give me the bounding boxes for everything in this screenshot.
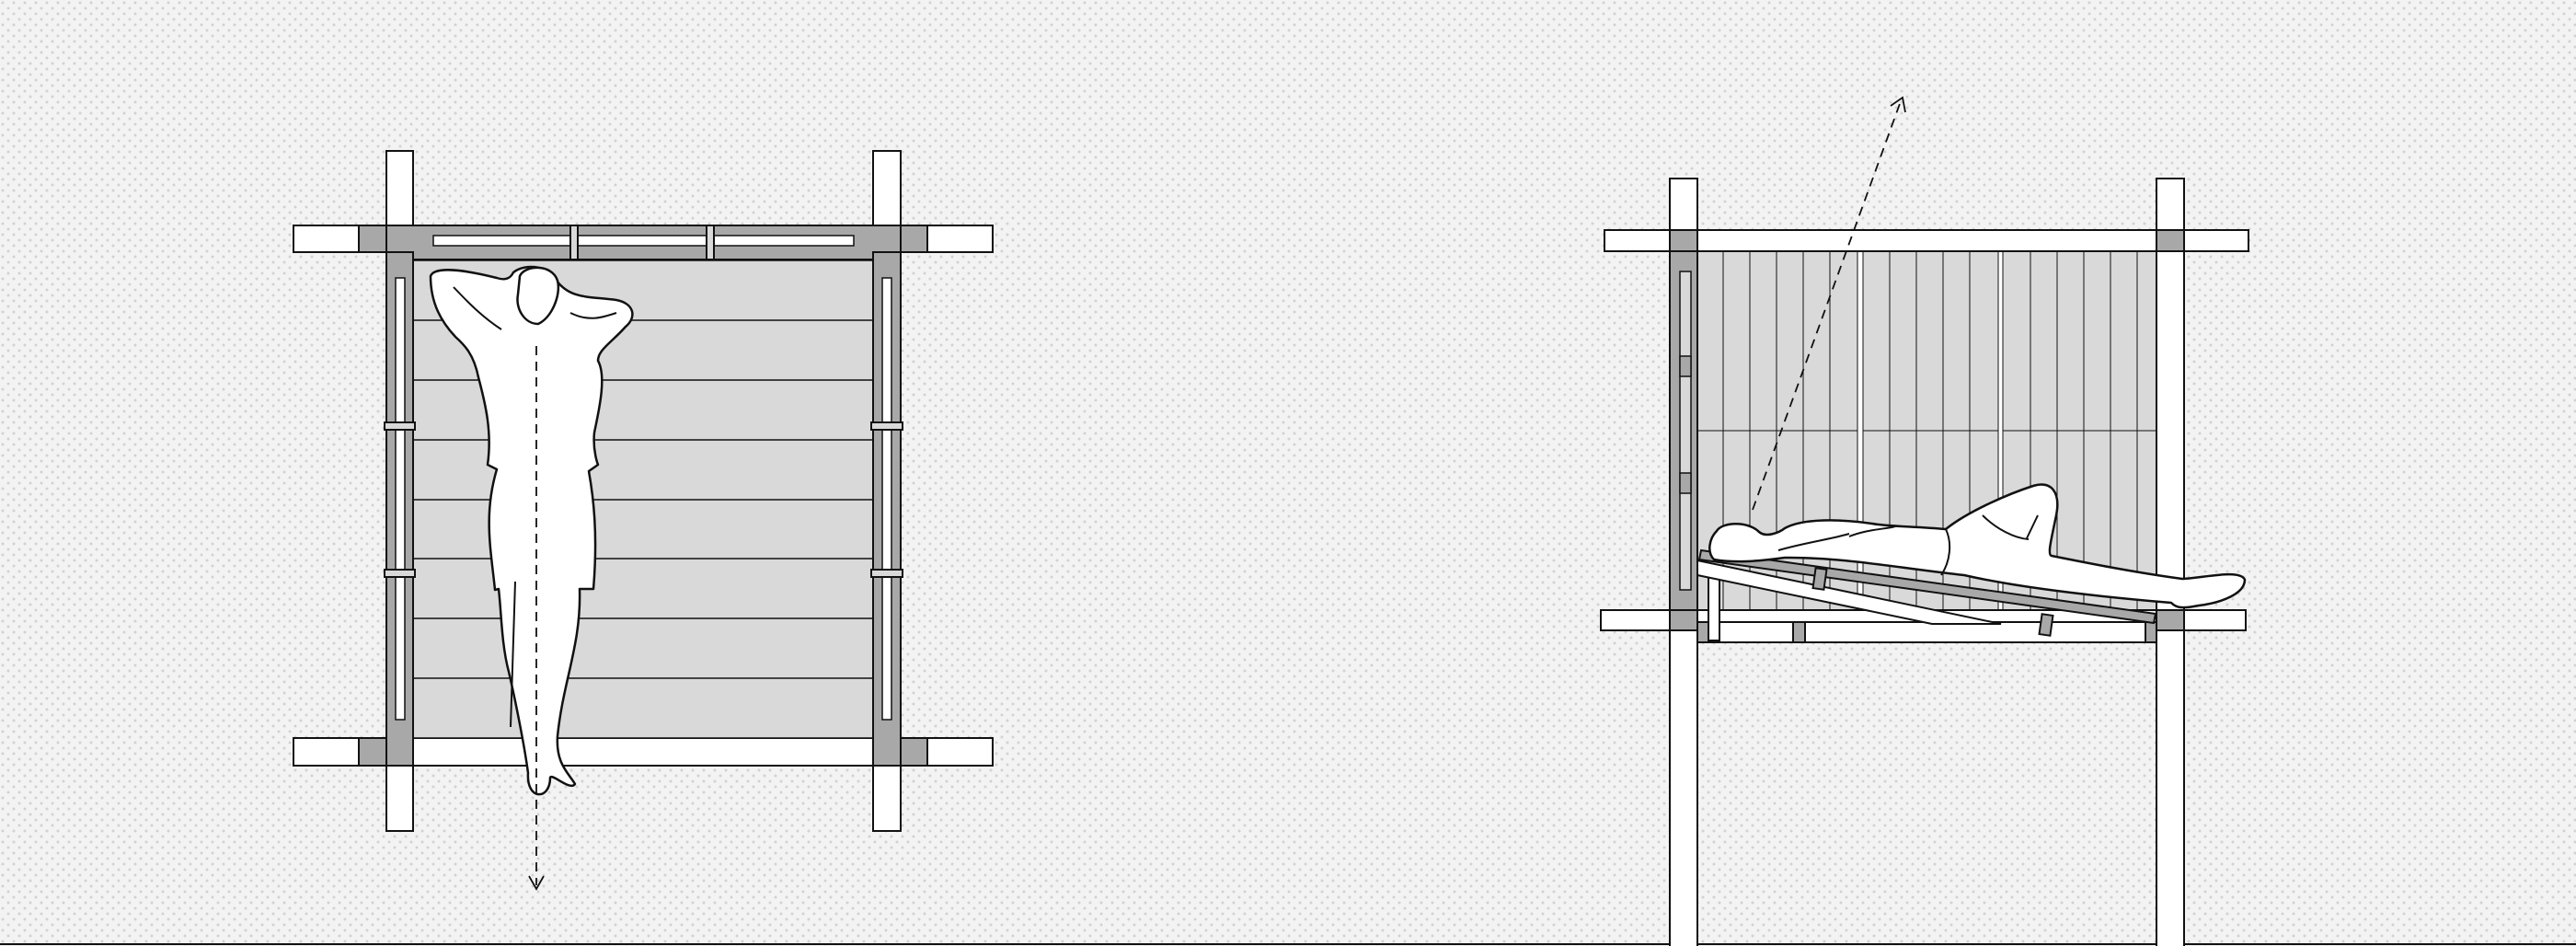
section-recliner-support — [1696, 559, 2002, 625]
section-joint — [2145, 621, 2157, 643]
section-person-detail-lines — [1777, 514, 2039, 576]
plan-person-figure — [429, 265, 634, 796]
plan-person-arm-lines — [453, 286, 617, 728]
dashed-arrow-up-icon — [1890, 96, 1906, 113]
section-recliner-block — [1811, 567, 1828, 591]
plan-joint — [358, 737, 387, 767]
section-view — [1600, 96, 2249, 946]
section-sightline — [1752, 100, 1902, 511]
plan-joint — [358, 225, 387, 253]
plan-wall-right — [870, 251, 903, 767]
section-wall-left — [1669, 250, 1698, 611]
section-joint — [2156, 609, 2185, 631]
plan-view — [293, 150, 994, 891]
section-joint — [1792, 621, 1806, 643]
dashed-arrow-down-icon — [528, 875, 545, 891]
section-recliner-block — [2038, 613, 2054, 637]
section-joint — [2156, 229, 2185, 252]
section-joint — [1669, 229, 1698, 252]
section-post-right — [2156, 178, 2185, 946]
plan-joint — [900, 737, 928, 767]
section-person-figure — [1708, 483, 2247, 609]
section-joint — [1696, 621, 1709, 643]
plan-wall-left — [384, 251, 416, 767]
section-frame-lower — [1696, 621, 2157, 643]
section-beam-top — [1604, 229, 2249, 252]
section-recliner-bed — [1697, 548, 2157, 625]
plan-wall-top — [385, 225, 902, 260]
plan-joint — [900, 225, 928, 253]
section-joint — [1669, 609, 1698, 631]
plan-person-head — [516, 266, 560, 326]
